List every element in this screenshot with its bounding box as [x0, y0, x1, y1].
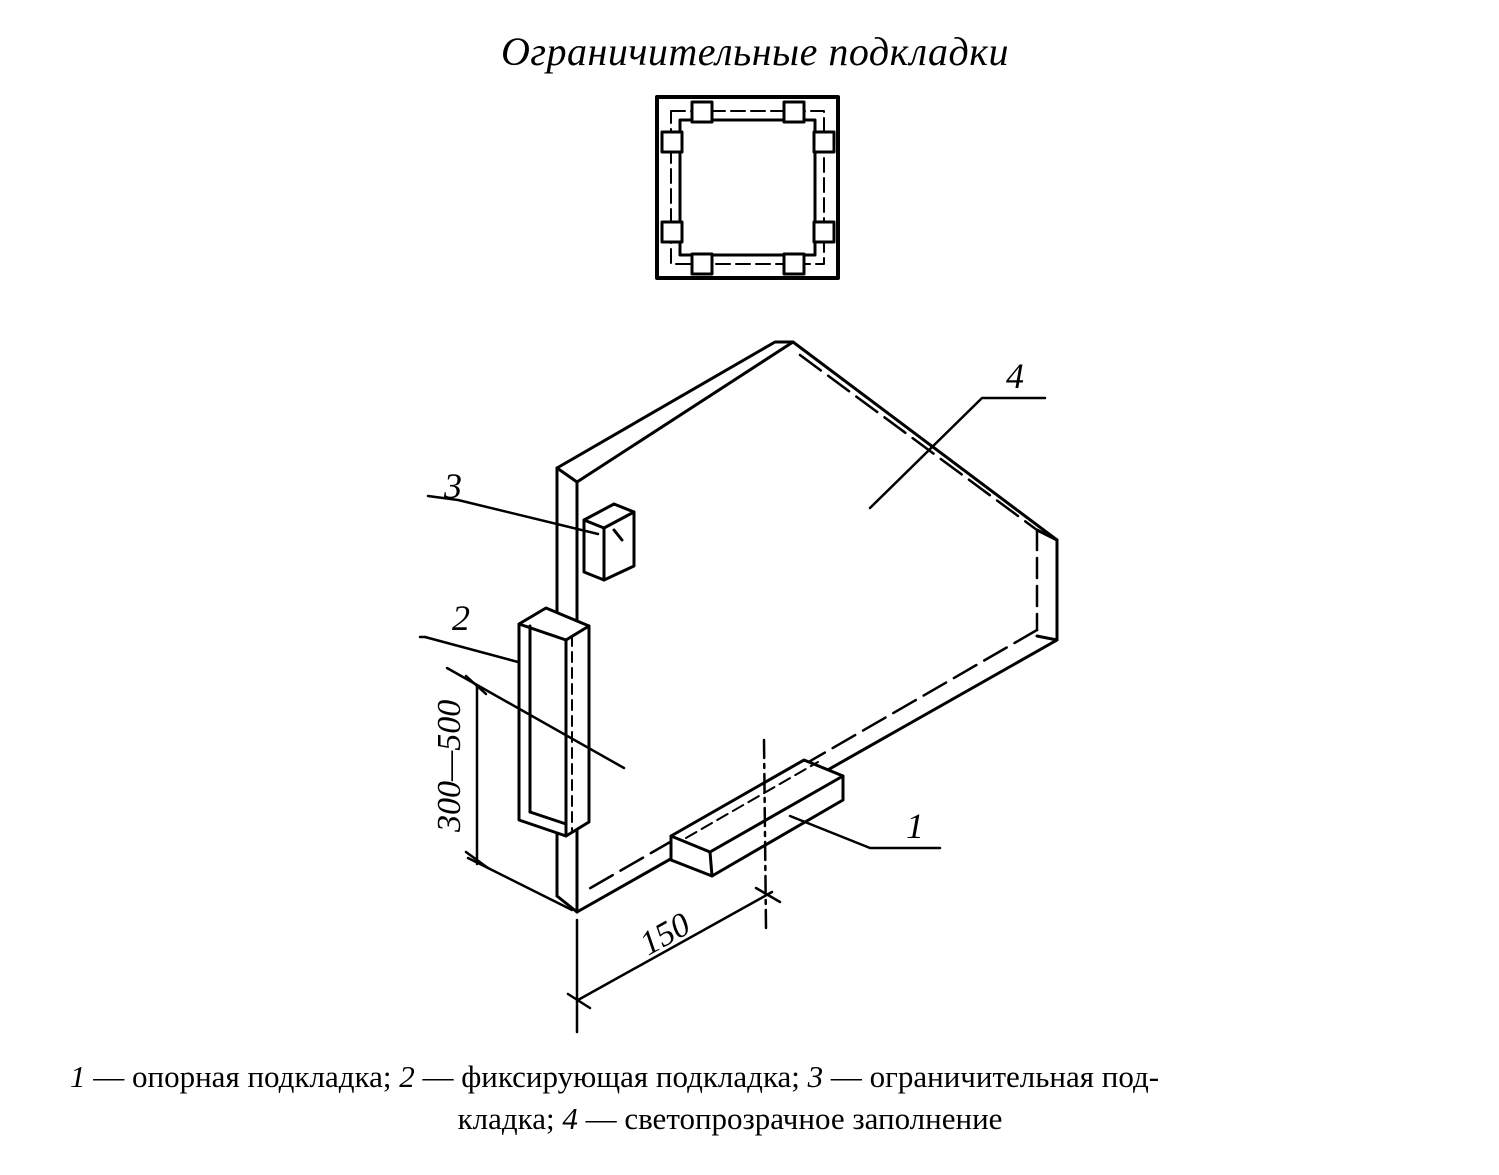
legend-number-4: 4	[562, 1101, 578, 1136]
label-2: 2	[452, 598, 470, 638]
frame-outer	[655, 95, 840, 280]
legend-text-4: — светопрозрачное заполнение	[577, 1101, 1003, 1136]
leader-1	[788, 814, 942, 850]
pad-right-top	[812, 130, 836, 154]
panel-hidden-bottom	[585, 628, 1039, 892]
dimension-height	[445, 666, 626, 912]
label-3: 3	[443, 466, 462, 506]
leader-3	[426, 494, 600, 536]
leader-2	[423, 635, 520, 664]
plan-view	[655, 95, 840, 280]
legend-text-3: — ограничительная под-	[823, 1059, 1160, 1094]
dimension-offset	[566, 738, 782, 1034]
pad-right-bottom	[812, 220, 836, 244]
legend-number-3: 3	[807, 1059, 824, 1094]
figure-legend: 1 — опорная подкладка; 2 — фиксирующая п…	[70, 1056, 1450, 1140]
pad-bottom-right	[782, 252, 806, 276]
panel-right-bottom	[1035, 634, 1059, 642]
panel-right-back	[1035, 528, 1059, 542]
pad-left-bottom	[660, 220, 684, 244]
pad-left-top	[660, 130, 684, 154]
supporting-pad	[669, 758, 845, 878]
panel-hidden-top	[798, 353, 1039, 532]
label-1: 1	[906, 806, 924, 846]
legend-text-3b: кладка;	[457, 1101, 563, 1136]
figure-title: Ограничительные подкладки	[501, 29, 1009, 74]
legend-number-1: 1	[70, 1059, 86, 1094]
pad-top-right	[782, 100, 806, 124]
legend-text-2: — фиксирующая подкладка;	[414, 1059, 808, 1094]
dimension-height-label: 300—500	[431, 700, 468, 833]
leader-lines	[418, 396, 1047, 850]
frame-inner	[678, 118, 817, 257]
pad-bottom-left	[690, 252, 714, 276]
leader-4	[868, 396, 1047, 510]
pad-top-left	[690, 100, 714, 124]
panel-corner-edge	[555, 466, 579, 484]
legend-line-2: кладка; 4 — светопрозрачное заполнение	[70, 1098, 1450, 1140]
panel-front-edge	[575, 340, 1059, 914]
legend-number-2: 2	[399, 1059, 415, 1094]
dimension-offset-label: 150	[634, 906, 697, 963]
legend-text-1: — опорная подкладка;	[85, 1059, 400, 1094]
glazing-drawing: 1 2 3 4 300—500 150	[418, 95, 1059, 1034]
glass-outline	[670, 110, 825, 265]
limiting-pad	[582, 502, 636, 582]
panel-bottom-corner	[555, 894, 579, 914]
glazing-panel	[555, 340, 1059, 914]
label-4: 4	[1006, 356, 1024, 396]
fixing-pad	[517, 606, 591, 838]
